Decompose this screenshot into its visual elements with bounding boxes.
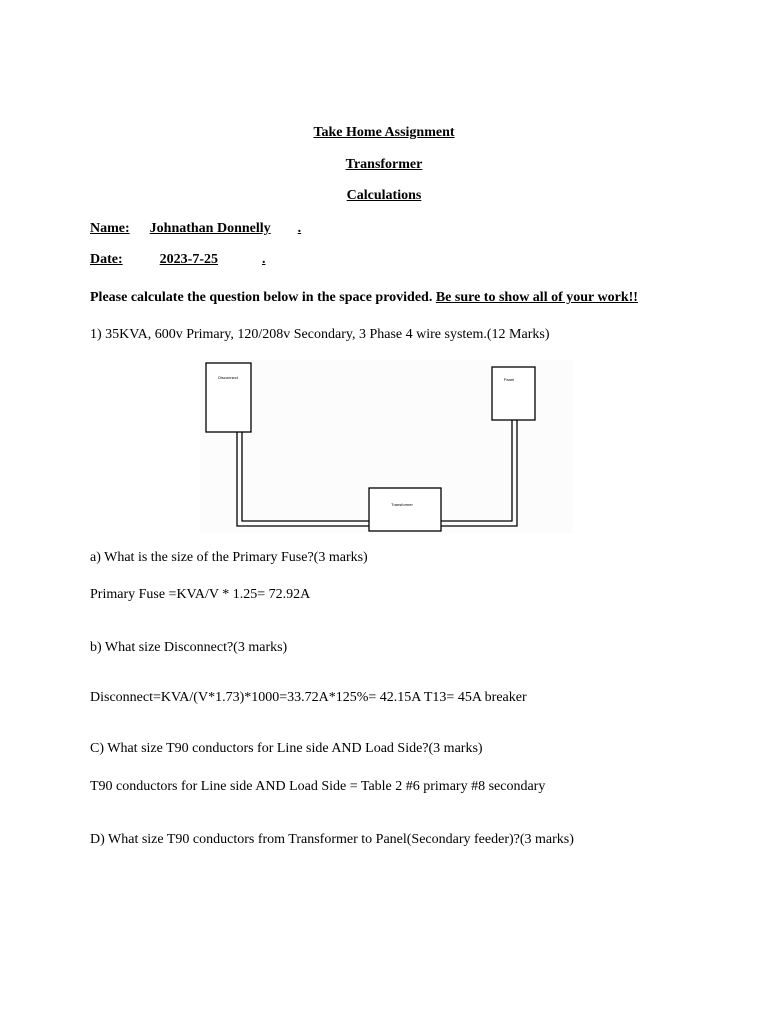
panel-label: Panel	[504, 377, 514, 382]
date-line: Date: 2023-7-25.	[90, 252, 265, 268]
panel-box	[491, 366, 536, 421]
instructions: Please calculate the question below in t…	[90, 290, 638, 306]
name-end: .	[297, 221, 302, 236]
instructions-text: Please calculate the question below in t…	[90, 290, 433, 305]
name-value: Johnathan Donnelly	[149, 221, 271, 236]
right-conductor-inner	[441, 420, 513, 522]
instructions-emphasis: Be sure to show all of your work!!	[435, 290, 638, 305]
question-d: D) What size T90 conductors from Transfo…	[90, 832, 574, 847]
disconnect-label: Disconnect	[218, 375, 239, 380]
right-conductor-outer	[441, 420, 518, 527]
question-1: 1) 35KVA, 600v Primary, 120/208v Seconda…	[90, 327, 550, 342]
left-conductor-inner	[241, 432, 369, 522]
date-label: Date:	[90, 252, 123, 267]
answer-c: T90 conductors for Line side AND Load Si…	[90, 779, 546, 794]
question-b: b) What size Disconnect?(3 marks)	[90, 640, 288, 655]
disconnect-box	[205, 362, 252, 433]
question-c: C) What size T90 conductors for Line sid…	[90, 741, 483, 756]
name-label: Name:	[90, 221, 130, 236]
answer-b: Disconnect=KVA/(V*1.73)*1000=33.72A*125%…	[90, 690, 527, 705]
transformer-label: Transformer	[391, 502, 413, 507]
title-take-home-assignment: Take Home Assignment	[313, 125, 455, 140]
date-value: 2023-7-25	[159, 252, 218, 267]
name-line: Name: Johnathan Donnelly.	[90, 221, 301, 237]
transformer-box	[368, 487, 442, 532]
left-conductor-outer	[236, 432, 369, 527]
wiring-diagram: Disconnect Panel Transformer	[200, 360, 573, 534]
answer-a: Primary Fuse =KVA/V * 1.25= 72.92A	[90, 587, 311, 602]
title-transformer: Transformer	[345, 157, 423, 172]
question-a: a) What is the size of the Primary Fuse?…	[90, 550, 368, 565]
date-end: .	[261, 252, 266, 267]
title-calculations: Calculations	[346, 188, 422, 203]
